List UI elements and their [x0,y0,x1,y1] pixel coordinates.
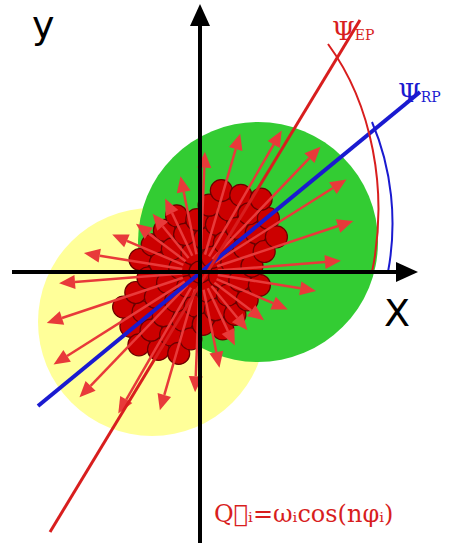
particle-arrow-shaft [212,158,309,259]
y-axis-head [190,4,210,26]
particle-arrow-shaft [91,285,188,386]
particle-arrow-head [177,176,191,193]
particle-arrow-head [47,311,64,324]
particle-arrow-shaft [75,273,182,282]
reaction-plane-line [38,92,420,406]
particle-arrow-head [222,328,235,345]
particle-arrow-head [299,281,316,295]
axis-label: X [384,294,410,332]
event-plane-line [50,20,360,532]
particle-arrow-head [336,219,353,232]
axis-label: y [32,6,55,44]
particle-arrow-head [247,305,264,320]
angle-label: ΨRP [398,80,441,106]
particle-arrow-head [329,180,346,194]
particle-arrow-head [304,147,320,163]
particle-arrow-shaft [215,188,333,262]
particle-arrow-head [112,234,129,247]
particle-arrow-shaft [218,275,300,288]
particle-arrow-shaft [67,282,185,356]
nucleus-yellow [38,208,266,436]
angle-label: ΨEP [332,18,374,44]
particle-arrow-head [84,249,101,263]
particle-arrow-head [153,214,169,231]
particle-arrow-head [270,297,287,310]
particle-arrow-head [229,134,242,151]
particle-arrow-shaft [100,256,182,269]
particle-arrow-shaft [184,192,197,254]
particle-arrow-head [209,351,223,368]
reaction-plane-angle-arc [372,122,393,272]
particle-arrow-shaft [62,278,183,318]
particle-arrow-head [324,255,341,269]
particle-arrow-head [165,198,178,215]
formula-label: Q⃗ᵢ=ωᵢcos(nφᵢ) [214,502,393,526]
particle-arrow-head [232,313,248,330]
particle-arrow-head [59,275,76,289]
x-axis [12,270,400,274]
particle-arrow-head [268,131,282,148]
particle-arrow-head [158,393,171,410]
particle-arrow-head [136,224,153,239]
event-plane-angle-arc [328,44,378,272]
particle-arrow-shaft [204,290,217,352]
x-axis-head [396,262,418,282]
particle-arrow-head [54,350,71,364]
particle-arrow-head [79,381,95,397]
y-axis [198,22,202,543]
particle-arrow-shaft [218,262,325,271]
